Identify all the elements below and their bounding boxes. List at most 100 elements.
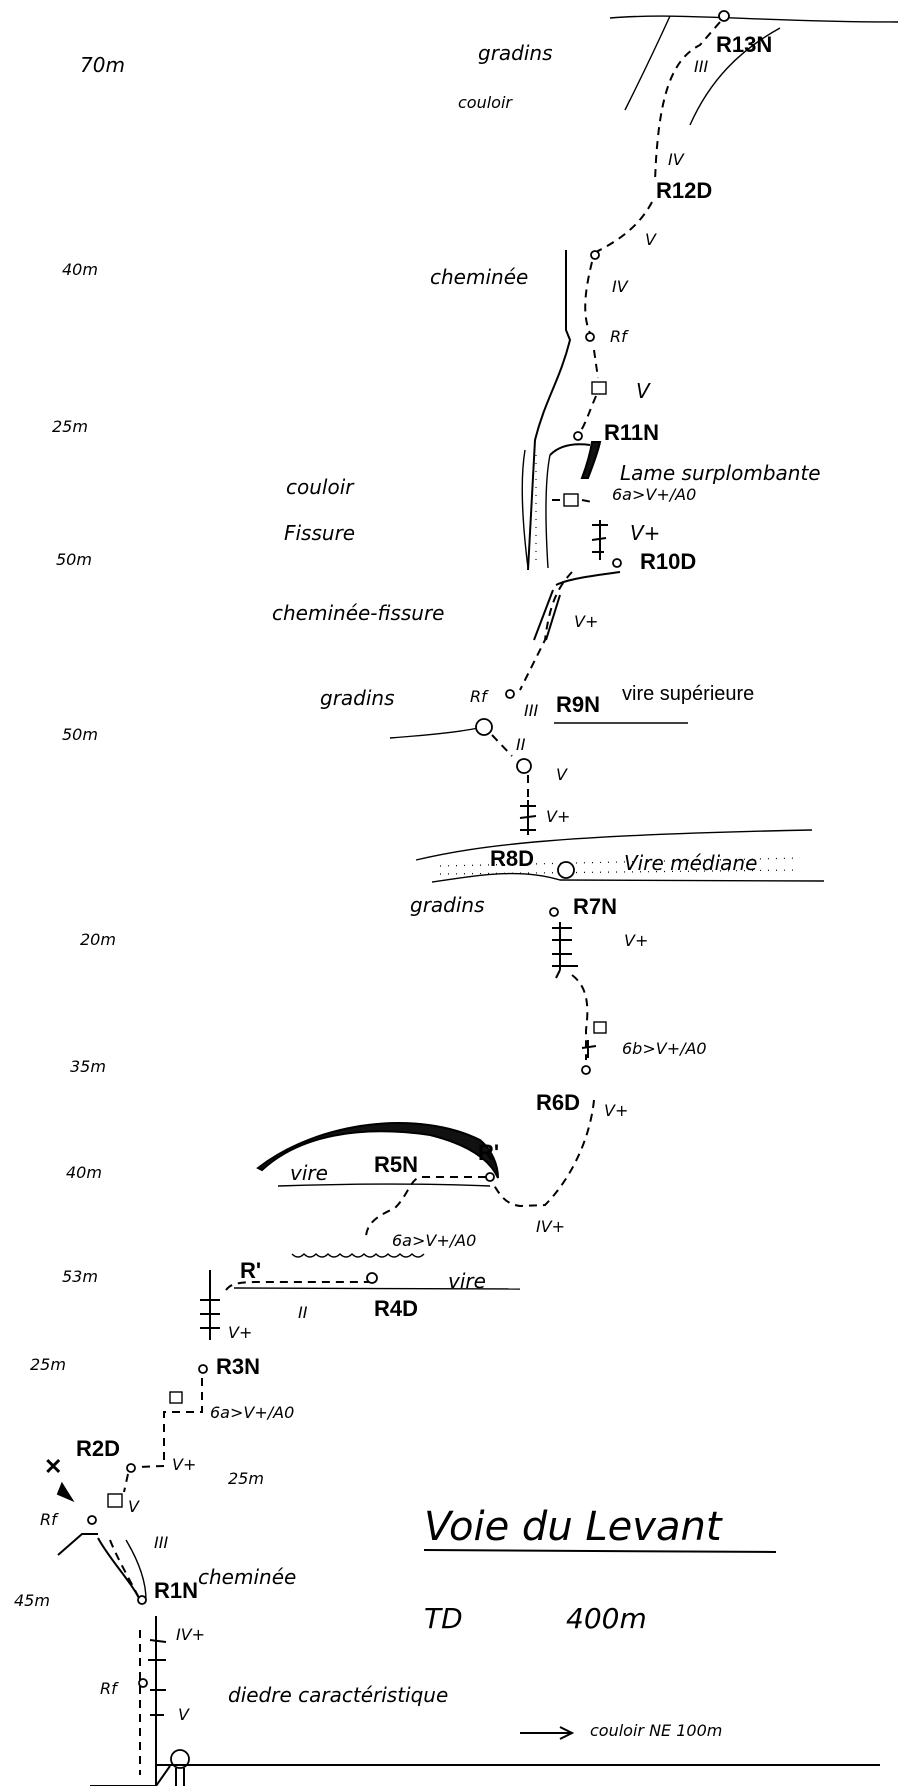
pitch-length-11: 25m [52, 417, 88, 436]
tree-anchor-icon [557, 861, 575, 879]
pitch-length-10: 50m [56, 550, 92, 569]
arrow-right-icon [520, 1726, 575, 1740]
chimney-wall-r1-right [125, 1539, 147, 1601]
relay-r4: R4D [374, 1296, 418, 1321]
couloir-wall [521, 449, 529, 569]
grade-p10a: 6a>V+/A0 [612, 485, 696, 504]
pitch-length-7: 20m [80, 930, 116, 949]
route-length: 400m [566, 1602, 647, 1635]
relay-r9: R9N [556, 692, 600, 717]
grade-p1a: V [128, 1497, 140, 1516]
rf-piton-icon [87, 1515, 97, 1525]
grade-p2a: 6a>V+/A0 [210, 1403, 294, 1422]
route-pitch-9 [491, 734, 529, 800]
bolt-ladder-icon [519, 800, 537, 835]
r10-anchor-icon [612, 558, 622, 568]
chockstone-icon [563, 493, 579, 507]
relay-r2: R2D [76, 1436, 120, 1461]
arrow-shaft [63, 1487, 73, 1501]
grade-p7: V+ [624, 931, 648, 950]
grade-p12a: IV [668, 150, 685, 169]
pitch-length-6: 35m [70, 1057, 106, 1076]
grade-p6: 6b>V+/A0 [622, 1039, 707, 1058]
r6-anchor-icon [581, 1065, 591, 1075]
grade-p5b: IV+ [536, 1217, 565, 1236]
feature-vire-r5: vire [290, 1161, 328, 1185]
roof-overhang-icon [256, 1122, 499, 1179]
vire-mediane-band [415, 829, 825, 883]
relay-r6: R6D [536, 1090, 580, 1115]
gradins-ledge [389, 727, 479, 739]
grade-p11a: IV [612, 277, 629, 296]
bolt-ladder-icon [591, 520, 608, 560]
feature-cheminee-top: cheminée [430, 265, 528, 289]
couloir-edge [549, 443, 591, 456]
grade-p0b: V [178, 1705, 190, 1724]
overhang-texture [291, 1253, 425, 1258]
route-pitch-3 [137, 1378, 203, 1468]
chockstone-icon [591, 381, 607, 395]
rf-piton-icon [138, 1678, 148, 1688]
relay-r1: R1N [154, 1578, 198, 1603]
gully-right-wall [689, 27, 781, 126]
feature-gradins-r9: gradins [320, 686, 395, 710]
route-grade: TD [424, 1602, 463, 1635]
grade-p0a: IV+ [176, 1625, 205, 1644]
couloir-wall-2 [545, 454, 551, 569]
feature-gradins-top: gradins [478, 41, 553, 65]
pitch-length-5: 40m [66, 1163, 102, 1182]
relay-r8: R8D [490, 846, 534, 871]
grade-p3: V+ [228, 1323, 252, 1342]
bolt-ladder-icon [552, 922, 578, 979]
pitch-length-4: 53m [62, 1267, 98, 1286]
lame-surplombante-icon [580, 441, 602, 479]
relay-r11: R11N [604, 420, 659, 445]
r5-anchor-icon [485, 1172, 495, 1182]
wrong-way-cross-icon: ✕ [44, 1454, 62, 1479]
route-pitch-11b [579, 349, 599, 433]
tree-anchor-icon [475, 718, 493, 736]
grade-p9: V+ [574, 612, 598, 631]
grade-p1b: III [154, 1533, 168, 1552]
bolt-ladder-icon [200, 1270, 220, 1340]
bolt-icon [590, 250, 600, 260]
r3-anchor-icon [198, 1364, 208, 1374]
route-title: Voie du Levant [424, 1504, 723, 1550]
approach-note: couloir NE 100m [590, 1721, 722, 1740]
side-length-25m: 25m [228, 1469, 264, 1488]
grade-p8a: III [524, 701, 538, 720]
feature-vire-mediane: Vire médiane [624, 851, 757, 875]
tree-trunk [175, 1768, 185, 1786]
route-pitch-12 [595, 201, 653, 253]
relay-r5-alt: R' [478, 1140, 499, 1165]
pitch-length-9: 50m [62, 725, 98, 744]
route-pitch-6 [491, 1099, 595, 1208]
rf-piton-icon [505, 689, 515, 699]
pitch-length-scale: 70m 40m 25m 50m 50m 20m 35m 40m 53m 25m … [14, 53, 125, 1610]
r4-anchor-icon [366, 1272, 378, 1284]
pitch-length-3: 25m [30, 1355, 66, 1374]
relay-r12: R12D [656, 178, 712, 203]
r2-anchor-icon [126, 1463, 136, 1473]
grade-p13: III [694, 57, 708, 76]
feature-cheminee-r1: cheminée [198, 1565, 296, 1589]
r1-anchor-icon [137, 1595, 147, 1605]
feature-diedre: diedre caractéristique [228, 1683, 448, 1707]
grade-p8c: V [556, 765, 568, 784]
vire-mediane-top [415, 829, 813, 861]
r7-anchor-icon [549, 907, 559, 917]
title-underline [423, 1549, 777, 1553]
relay-r7: R7N [573, 894, 617, 919]
relay-r5: R5N [374, 1152, 418, 1177]
base-corner [90, 1765, 171, 1786]
grade-p4b: II [298, 1303, 308, 1322]
route-pitch-1 [109, 1539, 141, 1601]
relay-r4-alt: R' [240, 1258, 261, 1283]
route-pitch-7 [571, 974, 589, 1060]
grade-p4: 6a>V+/A0 [392, 1231, 476, 1250]
grade-p11b: V [636, 379, 651, 403]
feature-couloir-top: couloir [458, 93, 513, 112]
gully-left-wall [624, 15, 671, 111]
feature-fissure: Fissure [284, 521, 355, 545]
